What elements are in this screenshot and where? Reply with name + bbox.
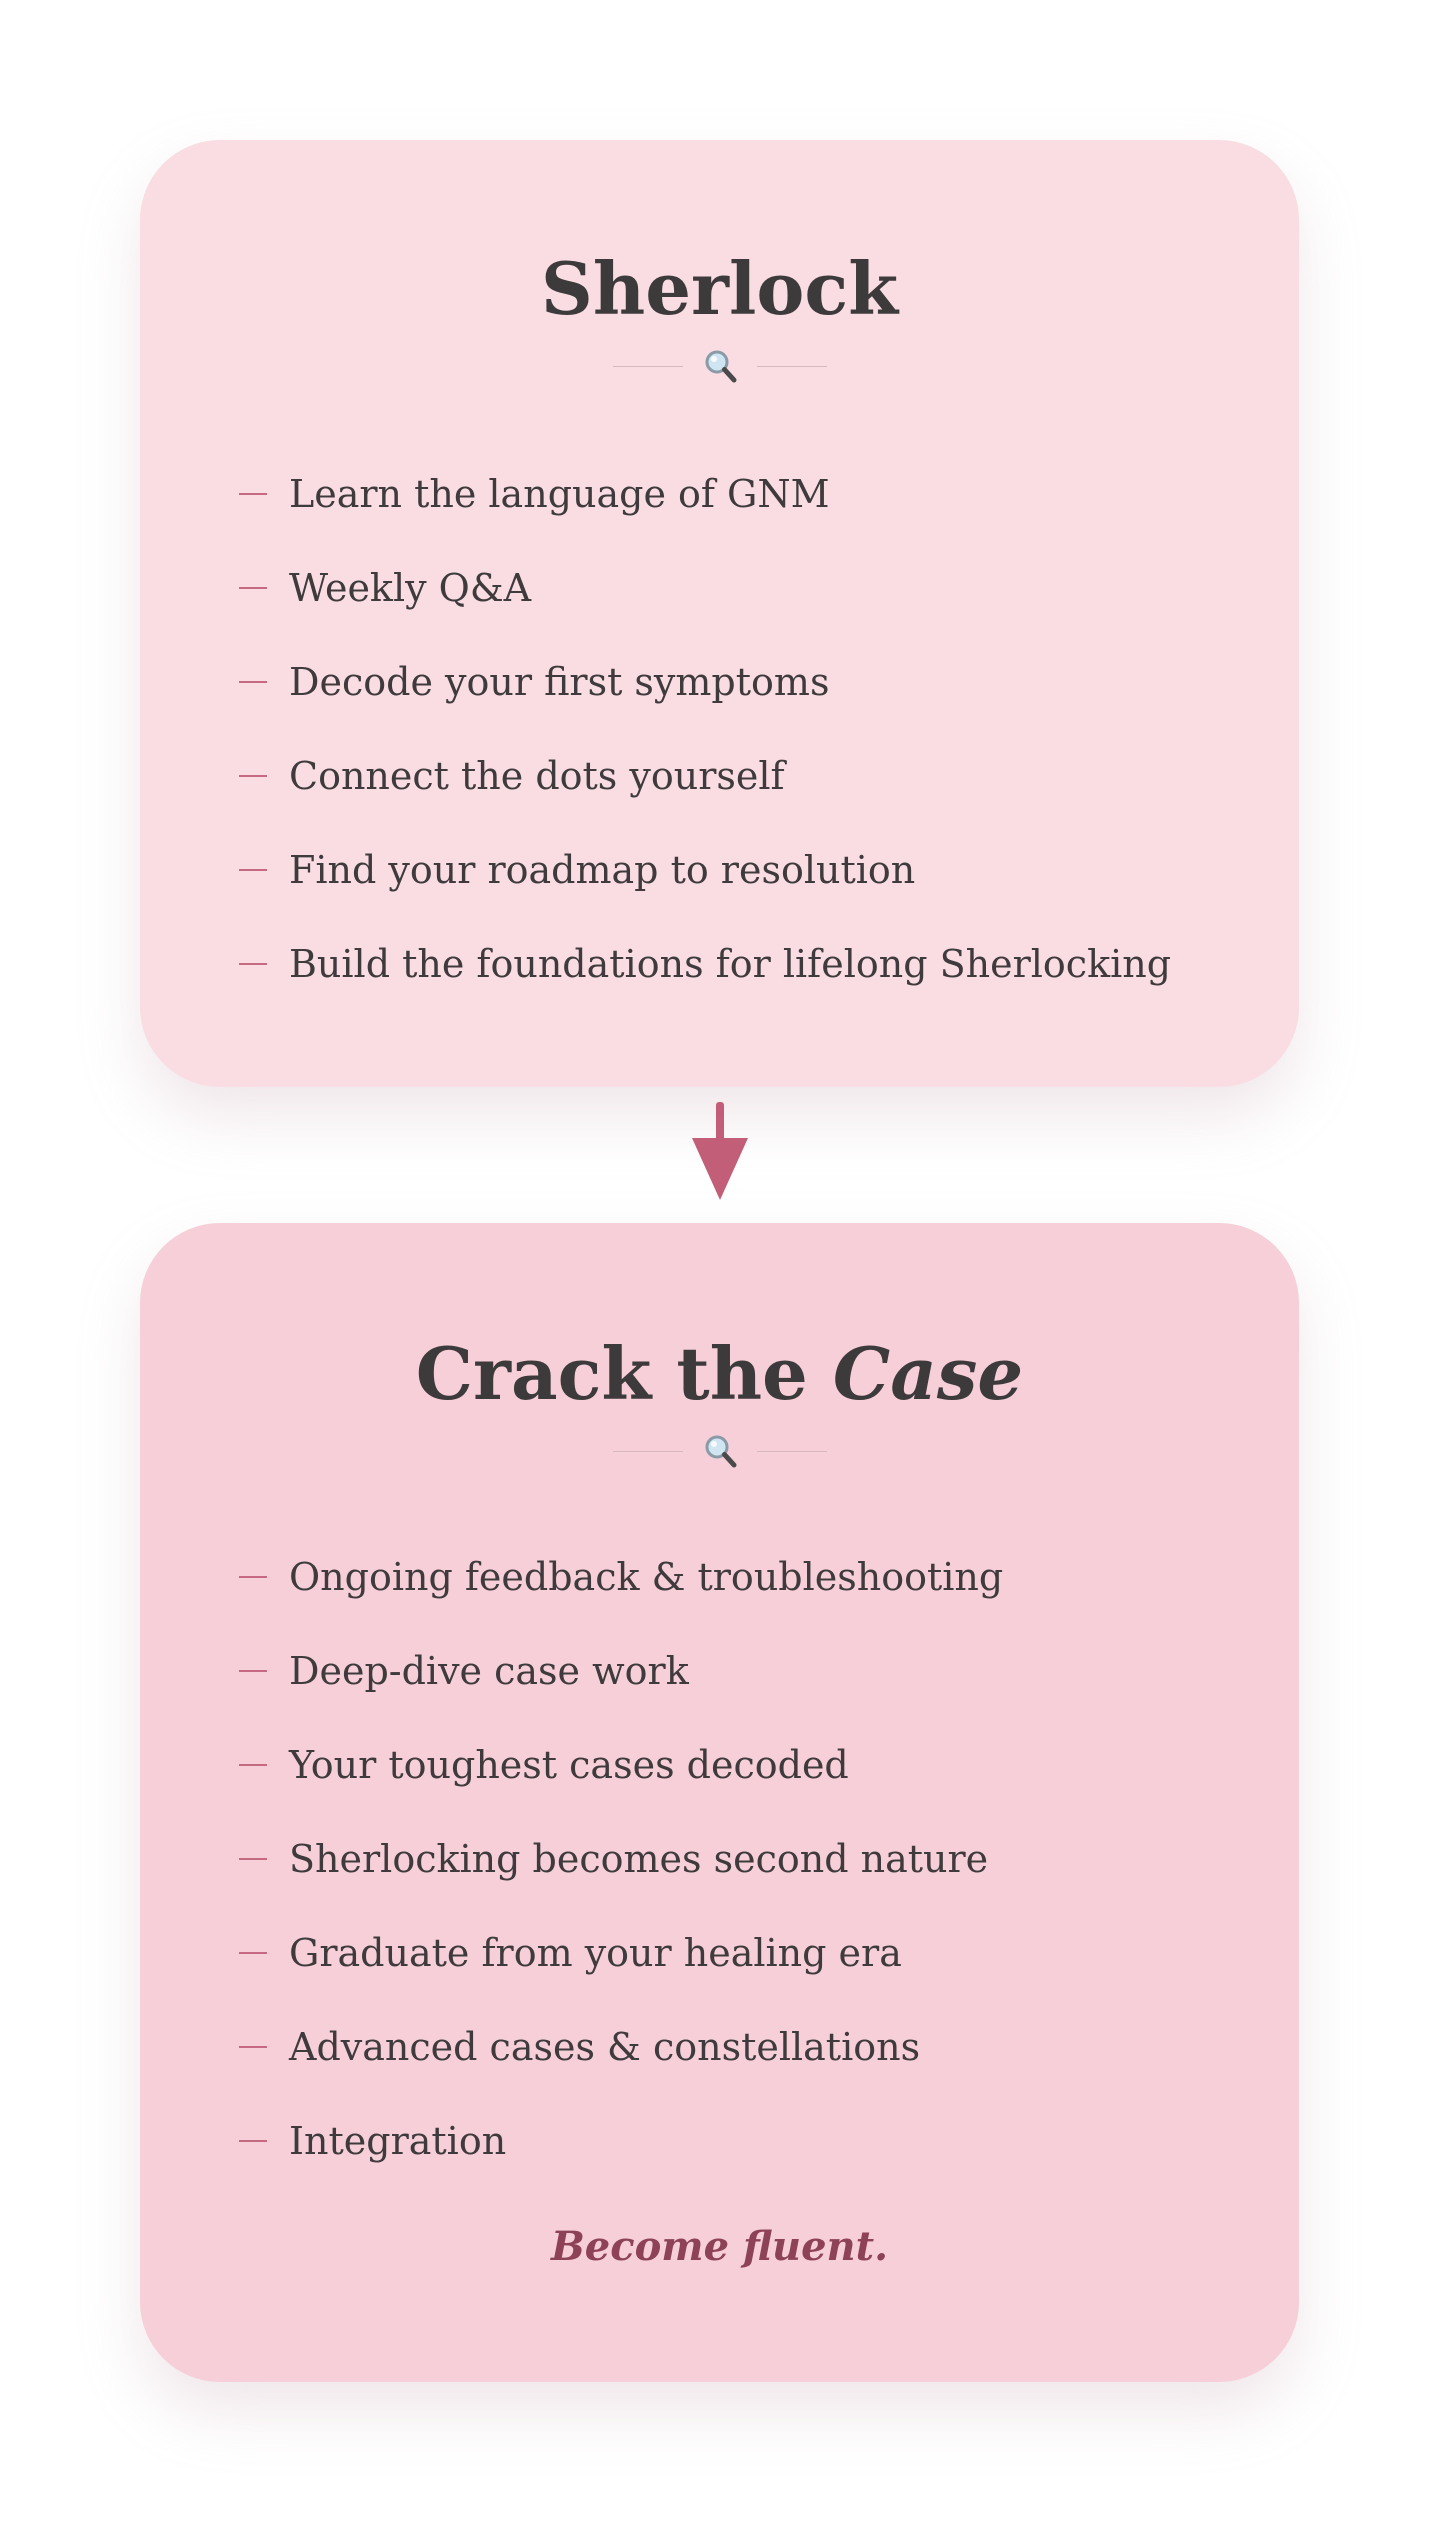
list-item: Graduate from your healing era bbox=[239, 1906, 1003, 2000]
list-item: Sherlocking becomes second nature bbox=[239, 1812, 1003, 1906]
magnifying-glass-icon bbox=[705, 1435, 736, 1468]
list-item: Find your roadmap to resolution bbox=[239, 823, 1171, 917]
dash-bullet bbox=[239, 493, 267, 495]
dash-bullet bbox=[239, 1858, 267, 1860]
dash-bullet bbox=[239, 963, 267, 965]
list-item: Ongoing feedback & troubleshooting bbox=[239, 1530, 1003, 1624]
dash-bullet bbox=[239, 587, 267, 589]
title-divider bbox=[140, 346, 1299, 386]
down-arrow-icon bbox=[692, 1102, 748, 1200]
dash-bullet bbox=[239, 1670, 267, 1672]
list-item: Learn the language of GNM bbox=[239, 447, 1171, 541]
list-item: Connect the dots yourself bbox=[239, 729, 1171, 823]
dash-bullet bbox=[239, 2046, 267, 2048]
sherlock-card: Sherlock Learn the language of GNM Weekl… bbox=[140, 140, 1299, 1087]
tagline: Become fluent. bbox=[550, 2223, 889, 2270]
sherlock-card-title: Sherlock bbox=[540, 246, 899, 331]
dash-bullet bbox=[239, 2140, 267, 2142]
divider-line-right bbox=[756, 1450, 827, 1452]
list-item: Advanced cases & constellations bbox=[239, 2000, 1003, 2094]
dash-bullet bbox=[239, 869, 267, 871]
list-item: Weekly Q&A bbox=[239, 541, 1171, 635]
divider-line-left bbox=[612, 1450, 683, 1452]
dash-bullet bbox=[239, 1764, 267, 1766]
list-item: Your toughest cases decoded bbox=[239, 1718, 1003, 1812]
divider-line-right bbox=[756, 365, 827, 367]
list-item: Deep-dive case work bbox=[239, 1624, 1003, 1718]
dash-bullet bbox=[239, 1952, 267, 1954]
list-item: Build the foundations for lifelong Sherl… bbox=[239, 917, 1171, 1011]
dash-bullet bbox=[239, 775, 267, 777]
crack-the-case-card-title: Crack the Case bbox=[415, 1331, 1024, 1416]
crack-the-case-feature-list: Ongoing feedback & troubleshooting Deep-… bbox=[239, 1530, 1003, 2188]
list-item: Integration bbox=[239, 2094, 1003, 2188]
dash-bullet bbox=[239, 681, 267, 683]
list-item: Decode your first symptoms bbox=[239, 635, 1171, 729]
crack-the-case-card: Crack the Case Ongoing feedback & troubl… bbox=[140, 1223, 1299, 2382]
dash-bullet bbox=[239, 1576, 267, 1578]
magnifying-glass-icon bbox=[705, 350, 736, 383]
sherlock-feature-list: Learn the language of GNM Weekly Q&A Dec… bbox=[239, 447, 1171, 1011]
title-divider bbox=[140, 1431, 1299, 1471]
divider-line-left bbox=[612, 365, 683, 367]
